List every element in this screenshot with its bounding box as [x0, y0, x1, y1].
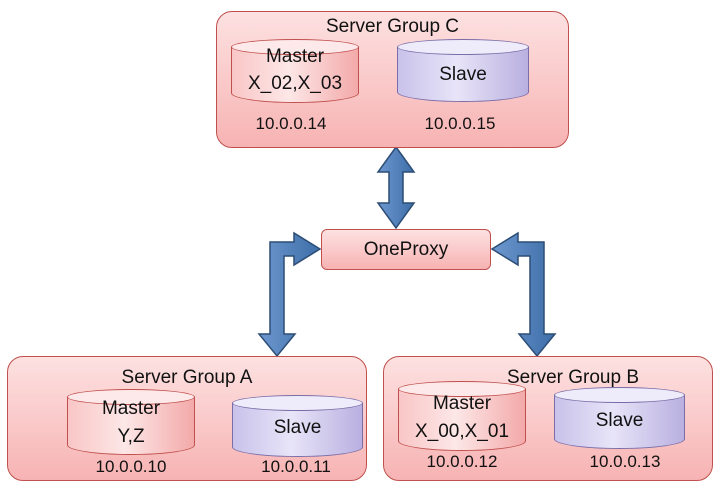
- group-a-slave-db: Slave: [232, 395, 363, 457]
- group-b-slave-label: Slave: [595, 410, 644, 431]
- group-c-slave-label: Slave: [439, 64, 487, 85]
- group-c-master-ip: 10.0.0.14: [255, 114, 327, 133]
- group-a-slave-label: Slave: [273, 417, 322, 438]
- group-b-master-title: Master: [432, 393, 492, 414]
- group-c-slave-db: Slave: [397, 39, 529, 102]
- group-b-slave-ip: 10.0.0.13: [589, 452, 661, 471]
- group-a-master-ip: 10.0.0.10: [95, 457, 167, 476]
- group-a-title: Server Group A: [121, 367, 253, 388]
- group-c-slave-ip: 10.0.0.15: [424, 114, 496, 133]
- oneproxy-box: OneProxy: [321, 229, 491, 270]
- group-c-master-shards: X_02,X_03: [247, 73, 343, 94]
- group-b-master-db: Master X_00,X_01: [398, 381, 526, 451]
- group-c-title: Server Group C: [325, 16, 460, 37]
- group-a-master-title: Master: [101, 398, 161, 419]
- arrow-c-proxy: [376, 145, 416, 230]
- group-a-master-db: Master Y,Z: [67, 389, 195, 455]
- group-c-master-title: Master: [265, 46, 325, 67]
- group-b-title: Server Group B: [507, 367, 639, 388]
- group-b-master-shards: X_00,X_01: [414, 421, 510, 442]
- group-b-slave-db: Slave: [554, 387, 685, 449]
- server-group-b: Server Group B Master X_00,X_01 10.0.0.1…: [383, 356, 713, 481]
- group-c-master-db: Master X_02,X_03: [231, 39, 359, 103]
- group-a-slave-ip: 10.0.0.11: [261, 457, 331, 476]
- group-a-master-shards: Y,Z: [117, 426, 145, 447]
- arrow-proxy-b: [490, 231, 557, 358]
- arrow-proxy-a: [257, 231, 322, 358]
- server-group-c: Server Group C Master X_02,X_03 10.0.0.1…: [216, 11, 569, 148]
- group-b-master-ip: 10.0.0.12: [426, 452, 498, 471]
- server-group-a: Server Group A Master Y,Z 10.0.0.10 Slav…: [7, 356, 367, 481]
